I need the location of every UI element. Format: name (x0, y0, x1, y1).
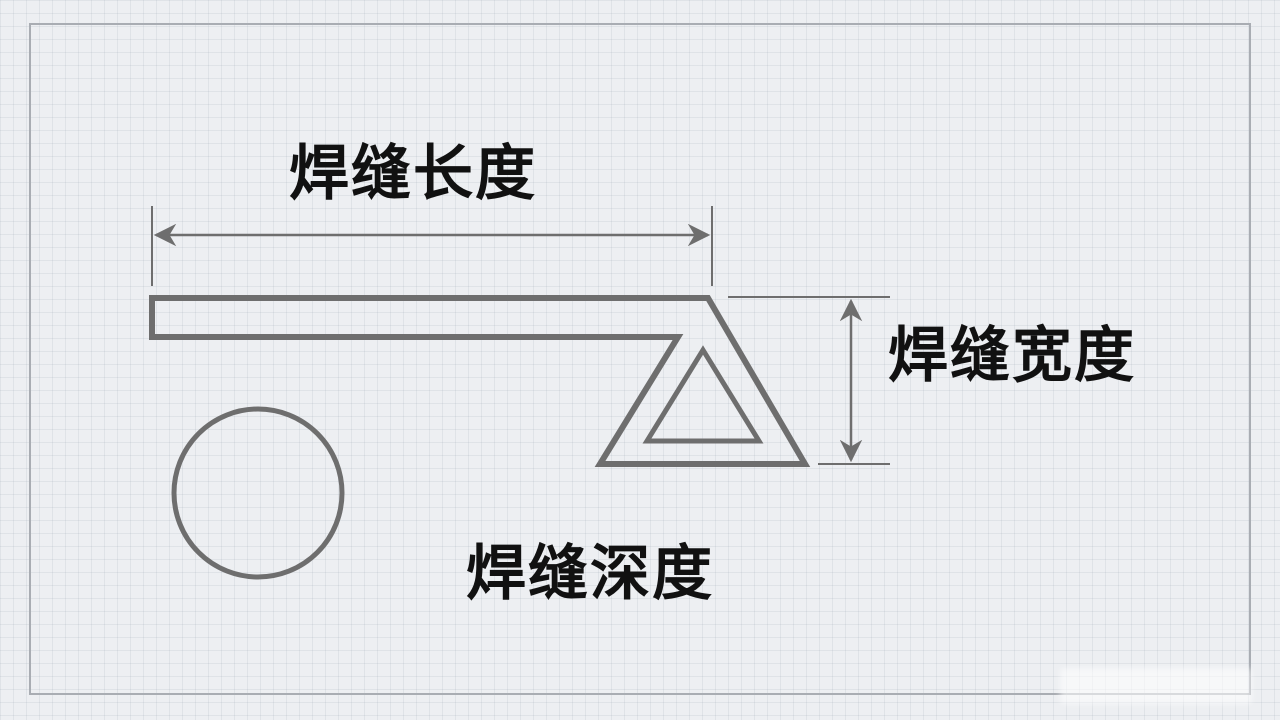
drawing-border (29, 23, 1251, 695)
weld-width-label: 焊缝宽度 (888, 321, 1136, 391)
weld-inner-triangle (642, 345, 764, 444)
weld-length-label: 焊缝长度 (289, 139, 537, 209)
weld-depth-label: 焊缝深度 (466, 539, 714, 609)
weld-symbol-outline (149, 295, 811, 467)
blurred-watermark (1060, 668, 1252, 704)
weld-circle (171, 406, 345, 580)
